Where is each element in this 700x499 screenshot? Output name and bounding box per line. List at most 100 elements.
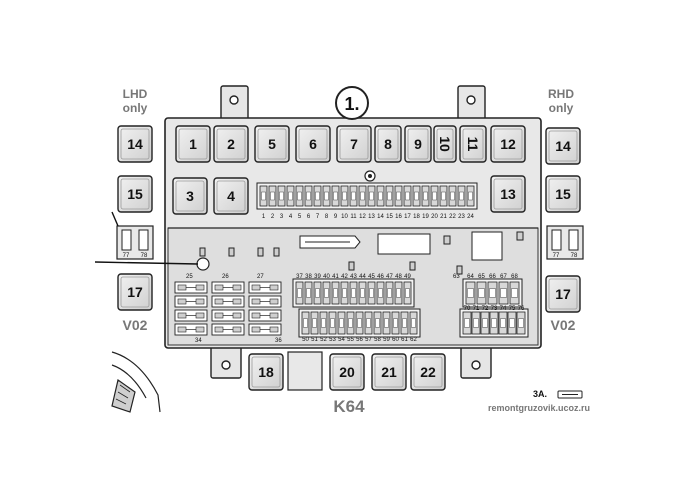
top-row-fuse-10-label: 10 — [341, 214, 348, 220]
right-lower-row-fuse-71: 71 — [471, 306, 481, 335]
mid-lower-row-fuse-55-label: 55 — [347, 337, 354, 343]
mid-lower-row-fuse-56-label: 56 — [356, 337, 363, 343]
mid-upper-row-fuse-39-label: 39 — [314, 274, 321, 280]
maxi-fuse — [248, 323, 282, 336]
relay-18-body — [248, 353, 284, 391]
top-row-fuse-23-label: 23 — [458, 214, 465, 220]
right-lower-row-fuse-74: 74 — [498, 306, 508, 335]
mid-upper-row-fuse-45-label: 45 — [368, 274, 375, 280]
right-upper-row-fuse-64: 64 — [465, 274, 476, 305]
relay-10-body — [433, 125, 457, 163]
top-row-fuse-16-label: 16 — [395, 214, 402, 220]
relay-15-right-label: 15 — [555, 186, 571, 202]
relay-17-right: 17 — [545, 275, 581, 313]
top-row-fuse-13: 13 — [367, 185, 375, 220]
top-row-fuse-9-label: 9 — [334, 214, 338, 220]
connector-details — [199, 231, 524, 275]
mid-upper-row-fuse-46-label: 46 — [377, 274, 384, 280]
top-row-fuse-8: 8 — [322, 185, 331, 220]
label-27: 27 — [257, 274, 264, 280]
side-fuse-holder-right: 77 78 — [546, 225, 584, 260]
maxi-fuse — [211, 295, 245, 308]
mid-upper-row-fuse-49: 49 — [403, 274, 411, 305]
top-row-fuse-8-label: 8 — [325, 214, 329, 220]
v02-left-label: V02 — [123, 317, 148, 333]
relay-14-left-label: 14 — [127, 136, 143, 152]
relay-4-label: 4 — [227, 188, 235, 204]
top-row-fuse-21-label: 21 — [440, 214, 447, 220]
relay-21-label: 21 — [381, 364, 397, 380]
top-row-fuse-5: 5 — [295, 185, 304, 220]
right-upper-row-fuse-66-label: 66 — [489, 274, 496, 280]
mid-lower-row-fuse-57: 57 — [364, 311, 372, 343]
mid-lower-row-fuse-61-label: 61 — [401, 337, 408, 343]
maxi-fuse — [174, 323, 208, 336]
mid-lower-row-fuse-59: 59 — [382, 311, 390, 343]
mid-upper-row-fuse-44: 44 — [358, 274, 366, 305]
relay-20: 20 — [329, 353, 365, 391]
relay-15-left-label: 15 — [127, 186, 143, 202]
large-fuse-cluster — [174, 281, 282, 336]
mid-lower-row-fuse-58-label: 58 — [374, 337, 381, 343]
relay-8-body — [374, 125, 402, 163]
top-row-fuse-2-label: 2 — [271, 214, 275, 220]
relay-9-body — [404, 125, 432, 163]
relay-11-body — [459, 125, 487, 163]
top-row-fuse-6-label: 6 — [307, 214, 311, 220]
top-row-fuse-16: 16 — [394, 185, 402, 220]
top-row-fuse-7: 7 — [313, 185, 322, 220]
side-fuse-holder-left: 77 78 — [116, 225, 154, 260]
right-upper-row-fuse-64-label: 64 — [467, 274, 474, 280]
relay-7-body — [336, 125, 372, 163]
relay-2: 2 — [213, 125, 249, 163]
relay-11-label: 11 — [465, 137, 481, 152]
top-row-fuse-21: 21 — [439, 185, 447, 220]
relay-21-body — [371, 353, 407, 391]
relay-10: 10 — [433, 125, 457, 163]
maxi-fuse — [211, 309, 245, 322]
maxi-fuse — [174, 309, 208, 322]
top-row-fuse-5-label: 5 — [298, 214, 302, 220]
right-lower-row-fuse-76: 76 — [516, 306, 526, 335]
relay-7: 7 — [336, 125, 372, 163]
relay-3: 3 — [172, 177, 208, 215]
top-row-fuse-3-label: 3 — [280, 214, 284, 220]
top-row-fuse-11: 11 — [349, 185, 358, 220]
relay-11: 11 — [459, 125, 487, 163]
top-row-fuse-24: 24 — [466, 185, 474, 220]
k64-label: K64 — [333, 397, 365, 416]
relay-13: 13 — [490, 175, 526, 213]
top-row-fuse-24-label: 24 — [467, 214, 474, 220]
relay-10-label: 10 — [437, 136, 453, 152]
relay-5: 5 — [254, 125, 290, 163]
label-77-left: 77 — [123, 253, 130, 259]
relay-5-body — [254, 125, 290, 163]
maxi-fuse — [248, 281, 282, 294]
top-row-fuse-15-label: 15 — [386, 214, 393, 220]
right-upper-row-fuse-66: 66 — [487, 274, 498, 305]
label-26: 26 — [222, 274, 229, 280]
mid-upper-row-fuse-40: 40 — [322, 274, 330, 305]
relay-21: 21 — [371, 353, 407, 391]
right-lower-row-fuse-73-label: 73 — [491, 306, 498, 312]
fuse-3a-symbol — [557, 390, 583, 399]
mid-lower-row-fuse-57-label: 57 — [365, 337, 372, 343]
relay-2-body — [213, 125, 249, 163]
right-lower-row-fuse-73: 73 — [489, 306, 499, 335]
mid-lower-row-fuse-54: 54 — [337, 311, 345, 343]
mid-upper-row-fuse-43: 43 — [349, 274, 357, 305]
relay-22-body — [410, 353, 446, 391]
relay-14-right-body — [545, 127, 581, 165]
right-upper-row-fuse-65: 65 — [476, 274, 487, 305]
relay-3-label: 3 — [186, 188, 194, 204]
mid-upper-row-fuse-40-label: 40 — [323, 274, 330, 280]
relay-4: 4 — [213, 177, 249, 215]
label-63: 63 — [453, 274, 460, 280]
mid-upper-row-fuse-39: 39 — [313, 274, 321, 305]
mid-lower-row-fuse-56: 56 — [355, 311, 363, 343]
right-lower-row-fuse-74-label: 74 — [500, 306, 507, 312]
wire-lines — [94, 211, 199, 265]
relay-15-right-body — [545, 175, 581, 213]
top-row-fuse-11-label: 11 — [350, 214, 357, 220]
